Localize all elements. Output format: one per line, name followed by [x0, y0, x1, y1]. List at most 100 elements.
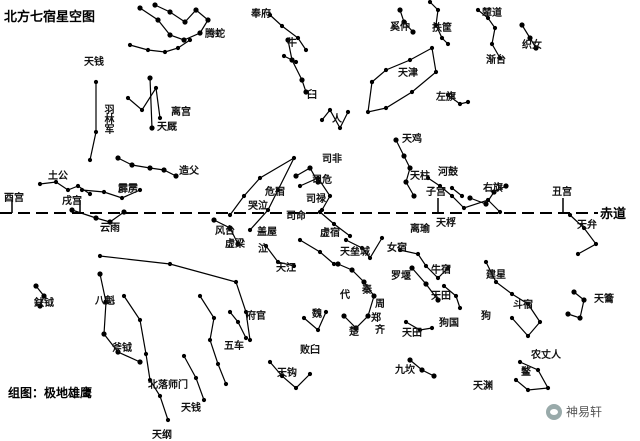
asterism-line [345, 237, 383, 260]
asterism-label: 臼 [307, 90, 317, 101]
asterism-label: 危宿 [265, 187, 285, 198]
star-dot [581, 297, 587, 303]
star-dot [293, 385, 299, 391]
asterism-label: 河鼓 [438, 167, 458, 178]
star-dot [317, 249, 323, 255]
star-dot [347, 233, 353, 239]
star-dot [285, 37, 291, 43]
star-dot [461, 205, 467, 211]
asterism-label: 天津 [398, 68, 418, 79]
star-dot [247, 337, 253, 343]
star-dot [193, 7, 199, 13]
palace-label-west: 酉宫 [4, 193, 24, 204]
star-dot [369, 79, 375, 85]
asterism-label: 司禄 [306, 194, 326, 205]
star-dot [157, 115, 163, 121]
star-dot [137, 317, 143, 323]
asterism-label: 司非 [322, 154, 342, 165]
star-dot [429, 325, 435, 331]
star-dot [403, 179, 409, 185]
star-dot [411, 193, 417, 199]
star-dot [115, 155, 121, 161]
star-dot [303, 89, 309, 95]
star-dot [187, 37, 193, 43]
star-dot [315, 175, 321, 181]
star-dot [182, 19, 188, 25]
asterism-label: 天鸡 [402, 134, 422, 145]
asterism-label: 盖屋 [257, 227, 277, 238]
star-dot [410, 29, 416, 35]
constellation-lines [35, 1, 597, 421]
asterism-label: 女宿 [387, 243, 407, 254]
star-dot [503, 183, 509, 189]
star-dot [115, 349, 121, 355]
star-dot [267, 12, 273, 18]
star-dot [429, 45, 435, 51]
star-dot [343, 237, 349, 243]
asterism-label: 霹雳 [118, 184, 138, 195]
star-dot [393, 137, 399, 143]
star-dot [483, 201, 489, 207]
star-dot [137, 187, 143, 193]
star-dot [69, 207, 75, 213]
star-dot [533, 45, 539, 51]
asterism-label: 五车 [224, 341, 244, 352]
star-dot [365, 313, 371, 319]
star-dot [53, 179, 59, 185]
star-dot [433, 22, 439, 28]
star-dot [181, 353, 187, 359]
star-dot [79, 187, 85, 193]
star-dot [173, 173, 179, 179]
asterism-label: 齐 [375, 325, 385, 336]
star-dot [509, 291, 515, 297]
star-dot [243, 335, 249, 341]
star-dot [197, 30, 203, 36]
asterism-label: 天田 [431, 291, 451, 302]
asterism-label: 虚宿 [320, 228, 340, 239]
star-dot [575, 251, 581, 257]
star-dot [37, 303, 43, 309]
star-dot [341, 313, 347, 319]
star-dot [397, 7, 403, 13]
asterism-label: 狗 [481, 311, 491, 322]
star-dot [453, 293, 459, 299]
star-dot [201, 397, 207, 403]
star-dot [483, 259, 489, 265]
star-dot [485, 197, 491, 203]
star-dot [407, 357, 413, 363]
star-dot [167, 9, 173, 15]
star-dot [409, 89, 415, 95]
asterism-label: 渐台 [486, 55, 506, 66]
asterism-line [129, 39, 191, 53]
asterism-line [569, 214, 597, 255]
star-dot [435, 297, 441, 303]
asterism-line [469, 185, 507, 205]
star-dot [147, 75, 153, 81]
star-dot [491, 189, 497, 195]
star-dot [139, 107, 145, 113]
star-dot [293, 59, 299, 65]
star-dot [571, 289, 577, 295]
star-dot [167, 32, 173, 38]
star-dot [349, 267, 355, 273]
star-dot [207, 337, 213, 343]
star-dot [193, 375, 199, 381]
watermark-text: 神易轩 [566, 405, 603, 419]
asterism-line [321, 108, 349, 130]
equator-label: 赤道 [600, 207, 627, 222]
star-dot [267, 359, 273, 365]
star-dot [445, 92, 451, 98]
star-dot [467, 195, 473, 201]
star-dot [497, 209, 503, 215]
asterism-line [367, 47, 437, 113]
star-dot [127, 42, 133, 48]
star-dot [383, 67, 389, 73]
star-dot [175, 45, 181, 51]
star-dot [519, 22, 525, 28]
asterism-line [567, 291, 585, 319]
asterism-label: 斗宿 [513, 300, 533, 311]
star-dot [517, 359, 523, 365]
star-dot [119, 195, 125, 201]
asterism-line [451, 187, 463, 197]
